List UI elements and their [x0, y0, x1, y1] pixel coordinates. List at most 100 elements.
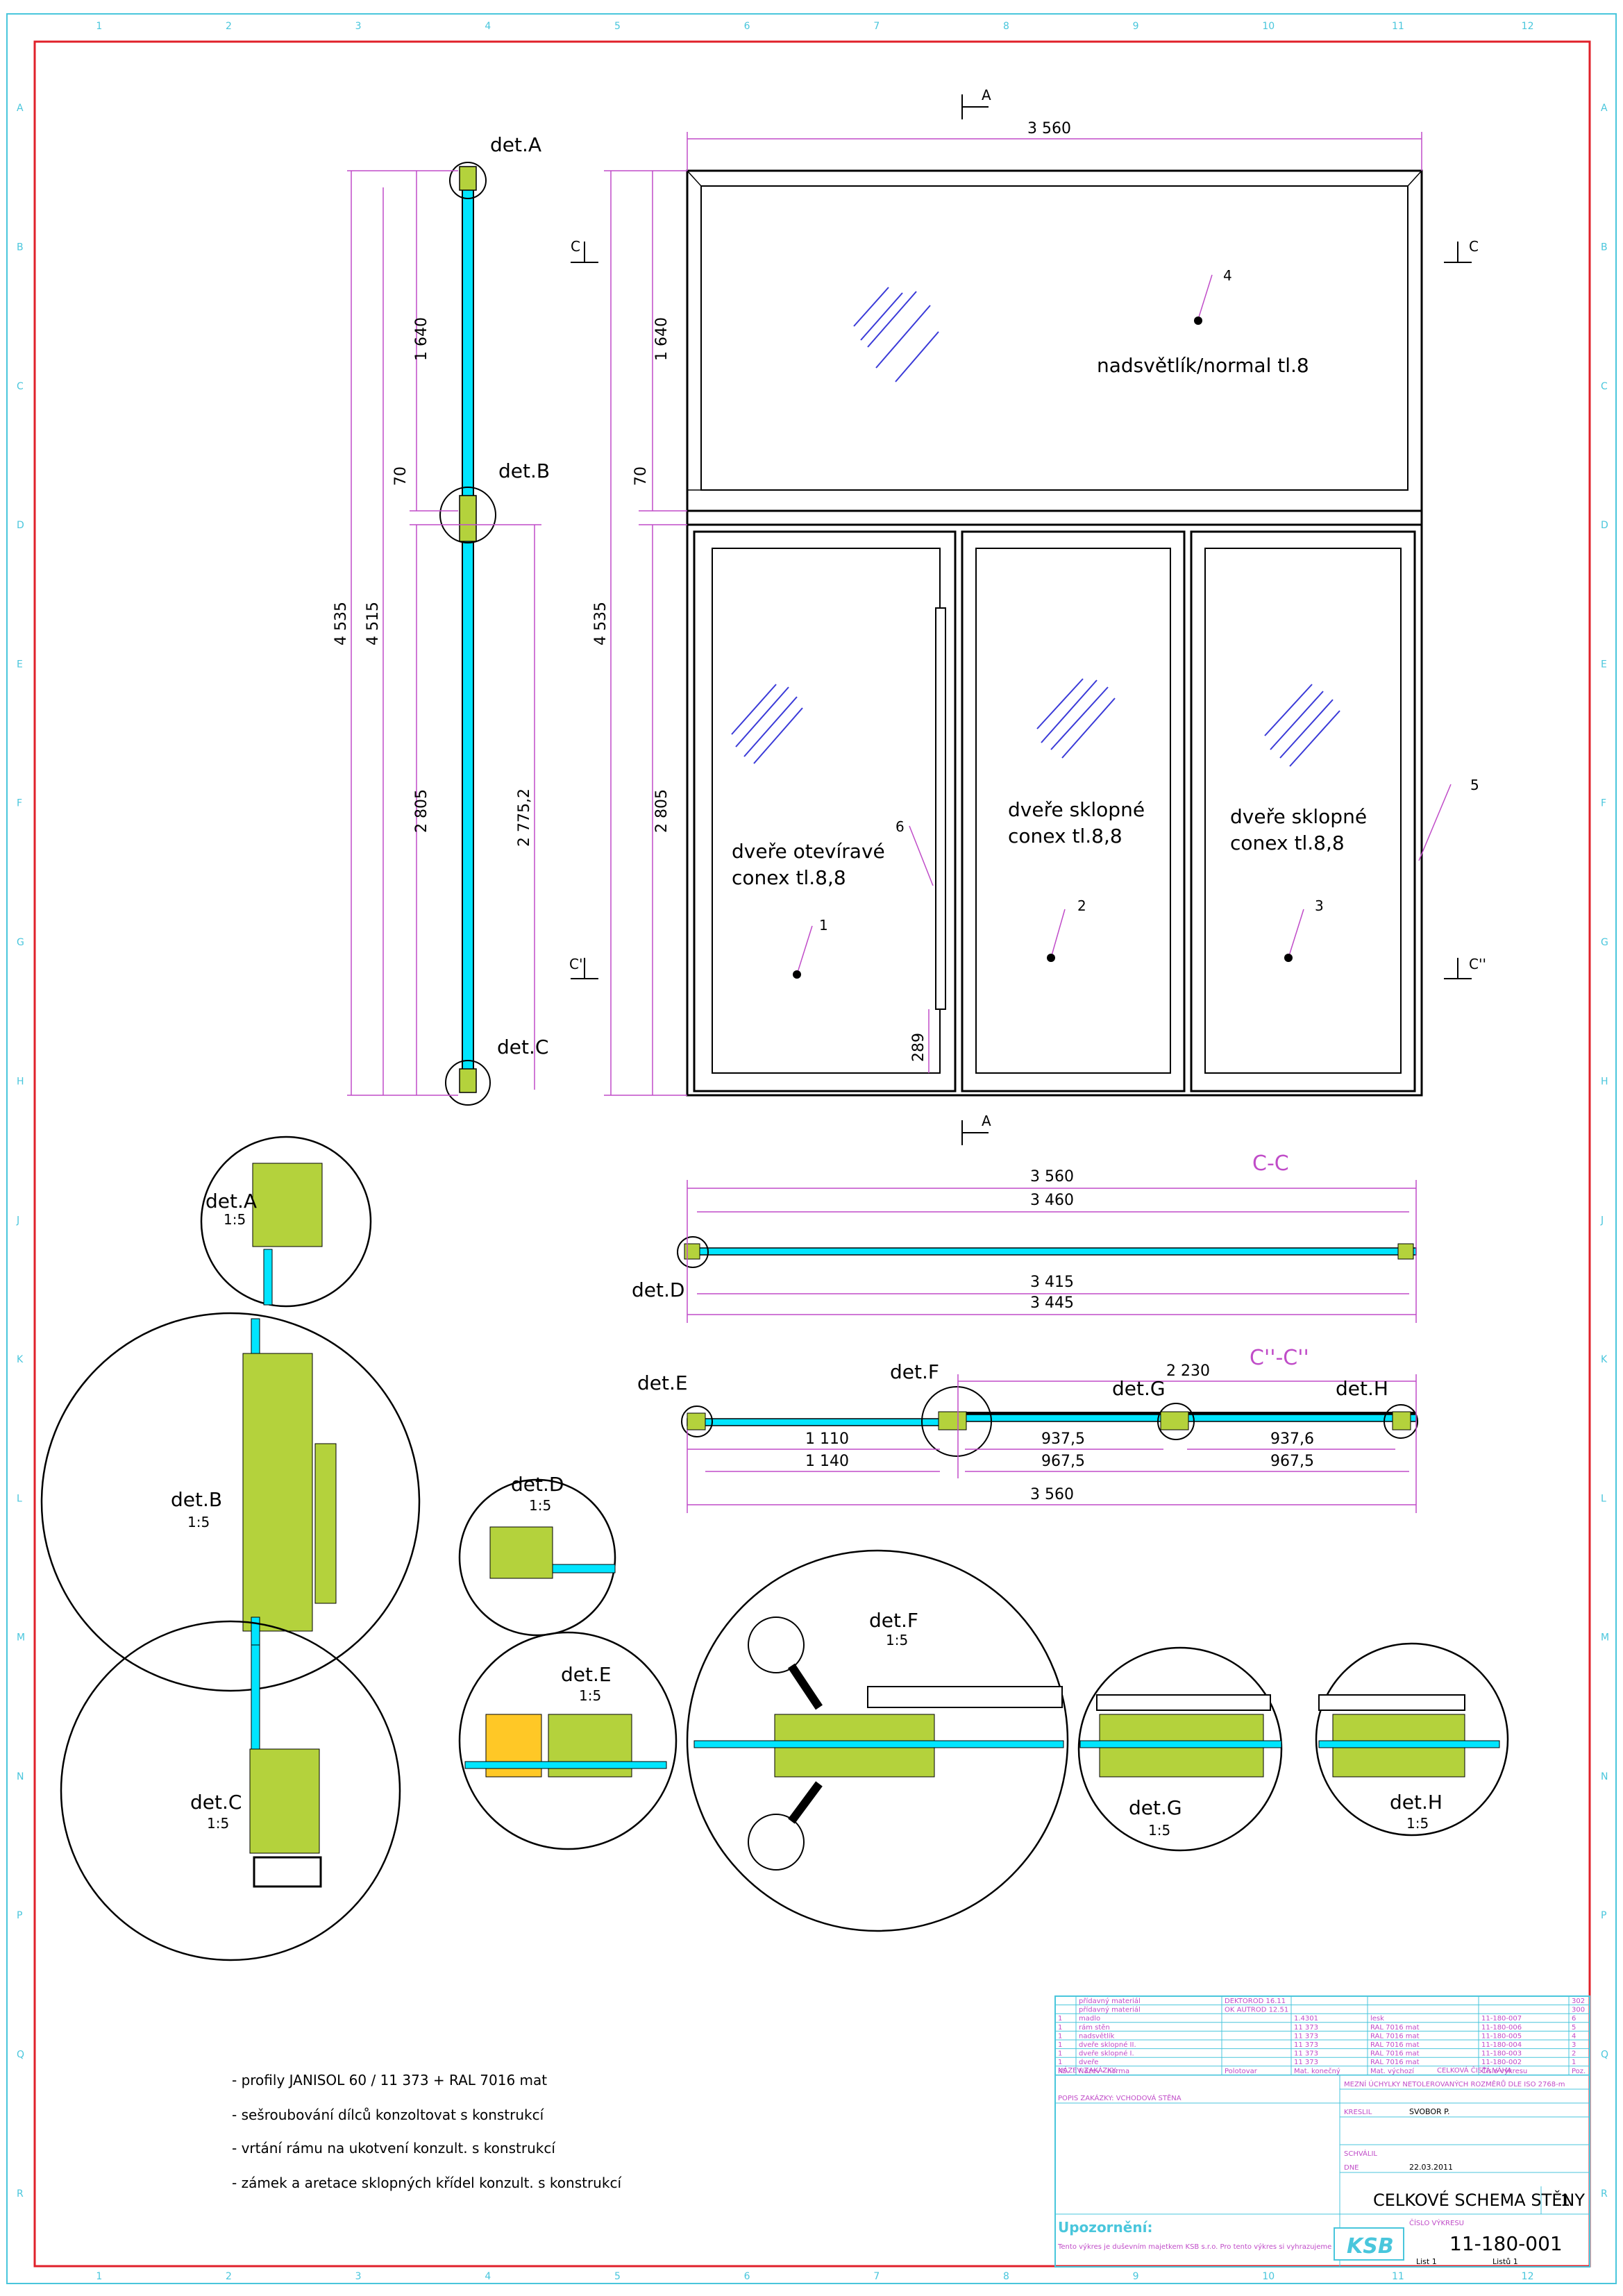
grid-col-1-top: 1 [96, 21, 102, 32]
grid-row-C-right: C [1601, 381, 1608, 392]
grid-col-7-top: 7 [873, 21, 880, 32]
bom-cell: 11-180-006 [1481, 2024, 1522, 2032]
bom-cell: 11-180-005 [1481, 2032, 1522, 2040]
bom-cell: 5 [1572, 2024, 1576, 2032]
bom-cell: 1 [1572, 2059, 1576, 2066]
det-h-label: det.H [1336, 1377, 1388, 1400]
tb-sheets-total: Listů 1 [1492, 2257, 1518, 2266]
c2-dim-3: 1 140 [805, 1453, 849, 1470]
tb-drawn-value: SVOBOR P. [1409, 2107, 1450, 2116]
grid-row-J-left: J [16, 1215, 19, 1226]
bom-cell: přídavný materiál [1079, 2006, 1141, 2014]
section-c2: C''-C'' 2 230 1 110 1 140 937,5 967,5 93… [637, 1346, 1418, 1513]
grid-row-L-left: L [17, 1493, 22, 1504]
grid-row-R-left: R [17, 2188, 24, 2200]
det-b-circle-label: det.B [171, 1488, 222, 1511]
grid-row-E-left: E [17, 659, 23, 670]
bom-cell: DEKTOROD 16.11 [1225, 1998, 1286, 2005]
main-dim-bottom: 2 805 [653, 789, 671, 833]
section-c-right: C [1469, 238, 1479, 255]
grid-col-5-bottom: 5 [614, 2271, 621, 2282]
grid-row-Q-left: Q [17, 2050, 24, 2061]
grid-row-C-left: C [17, 381, 24, 392]
panel3-label-1: dveře sklopné [1230, 805, 1367, 828]
tb-date-value: 22.03.2011 [1409, 2163, 1453, 2172]
cc-dim-1: 3 560 [1030, 1168, 1074, 1185]
det-b-scale: 1:5 [187, 1514, 210, 1530]
bom-cell: OK AUTROD 12.51 [1225, 2007, 1288, 2014]
grid-row-D-left: D [17, 520, 24, 531]
main-dim-width: 3 560 [1027, 120, 1071, 137]
bom-cell: rám stěn [1079, 2023, 1110, 2032]
grid-col-5-top: 5 [614, 21, 621, 32]
tb-customer-value: POPIS ZAKÁZKY: VCHODOVÁ STĚNA [1058, 2093, 1181, 2102]
grid-row-L-right: L [1601, 1493, 1606, 1504]
bom-cell: 1 [1058, 2024, 1062, 2032]
side-dim-2775: 2 775,2 [516, 788, 533, 847]
item-1: 1 [819, 917, 828, 934]
bom-cell: 11 373 [1294, 2024, 1318, 2032]
tb-warning-title: Upozornění: [1058, 2219, 1152, 2236]
grid-col-3-top: 3 [355, 21, 362, 32]
side-dim-1640: 1 640 [413, 317, 430, 361]
det-f-circle-label: det.F [869, 1609, 918, 1632]
section-c2-left: C'' [569, 956, 587, 972]
bom-cell: RAL 7016 mat [1370, 2032, 1420, 2040]
grid-col-4-top: 4 [485, 21, 491, 32]
item-4: 4 [1223, 267, 1232, 284]
det-d-scale: 1:5 [529, 1497, 551, 1514]
det-a-scale: 1:5 [224, 1211, 246, 1228]
grid-col-6-top: 6 [744, 21, 750, 32]
grid-col-4-bottom: 4 [485, 2271, 491, 2282]
note-4: - zámek a aretace sklopných křídel konzu… [232, 2175, 622, 2191]
c2-dim-1: 2 230 [1166, 1362, 1210, 1380]
det-h-scale: 1:5 [1406, 1815, 1429, 1832]
bom-cell: 11-180-003 [1481, 2050, 1522, 2058]
grid-row-G-right: G [1601, 937, 1608, 948]
tb-title: CELKOVÉ SCHEMA STĚNY [1373, 2190, 1585, 2210]
front-elevation: 3 560 4 535 1 640 70 2 805 289 nadsvětlí… [569, 87, 1486, 1145]
tb-checked-label: SCHVÁLIL [1344, 2149, 1377, 2158]
cc-dim-2: 3 460 [1030, 1192, 1074, 1209]
grid-row-M-left: M [17, 1632, 25, 1644]
bom-cell: 11 373 [1294, 2032, 1318, 2040]
c2-dim-8: 3 560 [1030, 1486, 1074, 1503]
bom-header-cell: Poz. [1572, 2068, 1586, 2075]
detail-circles: det.A 1:5 det.B 1:5 det.C 1:5 det.D 1:5 … [40, 1136, 1509, 1961]
note-2: - sešroubování dílců konzoltovat s konst… [232, 2107, 545, 2123]
c2-dim-2: 1 110 [805, 1430, 849, 1448]
bom-cell: 11-180-004 [1481, 2041, 1522, 2049]
bom-header-cell: Mat. výchozí [1370, 2067, 1415, 2075]
grid-col-7-bottom: 7 [873, 2271, 880, 2282]
grid-col-10-bottom: 10 [1262, 2271, 1275, 2282]
grid-col-2-top: 2 [226, 21, 232, 32]
det-a-label: det.A [490, 133, 541, 156]
bom-header-cell: KS. [1058, 2068, 1069, 2075]
panel2-label-1: dveře sklopné [1008, 798, 1145, 821]
panel1-label-2: conex tl.8,8 [732, 866, 846, 889]
grid-row-J-right: J [1600, 1215, 1604, 1226]
tb-customer-label: NÁZEV ZAKÁZKY: [1058, 2066, 1118, 2075]
grid-col-1-bottom: 1 [96, 2271, 102, 2282]
grid-row-P-left: P [17, 1910, 22, 1921]
ksb-logo: KSB [1347, 2234, 1394, 2259]
note-3: - vrtání rámu na ukotvení konzult. s kon… [232, 2140, 556, 2156]
tb-tolerance: MEZNÍ ÚCHYLKY NETOLEROVANÝCH ROZMĚRŮ DLE… [1344, 2079, 1565, 2088]
note-1: - profily JANISOL 60 / 11 373 + RAL 7016… [232, 2072, 547, 2088]
det-h-circle-label: det.H [1390, 1791, 1443, 1814]
item-5: 5 [1470, 777, 1479, 793]
det-d-circle-label: det.D [511, 1473, 564, 1496]
bom-cell: 2 [1572, 2050, 1576, 2058]
grid-row-M-right: M [1601, 1632, 1609, 1644]
main-dim-total: 4 535 [592, 602, 609, 645]
main-dim-top: 1 640 [653, 317, 671, 361]
grid-row-P-right: P [1601, 1910, 1606, 1921]
bom-header-cell: Číslo výkresu [1481, 2066, 1527, 2075]
grid-row-G-left: G [17, 937, 24, 948]
grid-row-D-right: D [1601, 520, 1608, 531]
bom-cell: 11 373 [1294, 2050, 1318, 2058]
section-a-top: A [982, 87, 991, 103]
det-b-label: det.B [498, 459, 550, 482]
det-g-scale: 1:5 [1148, 1822, 1170, 1839]
